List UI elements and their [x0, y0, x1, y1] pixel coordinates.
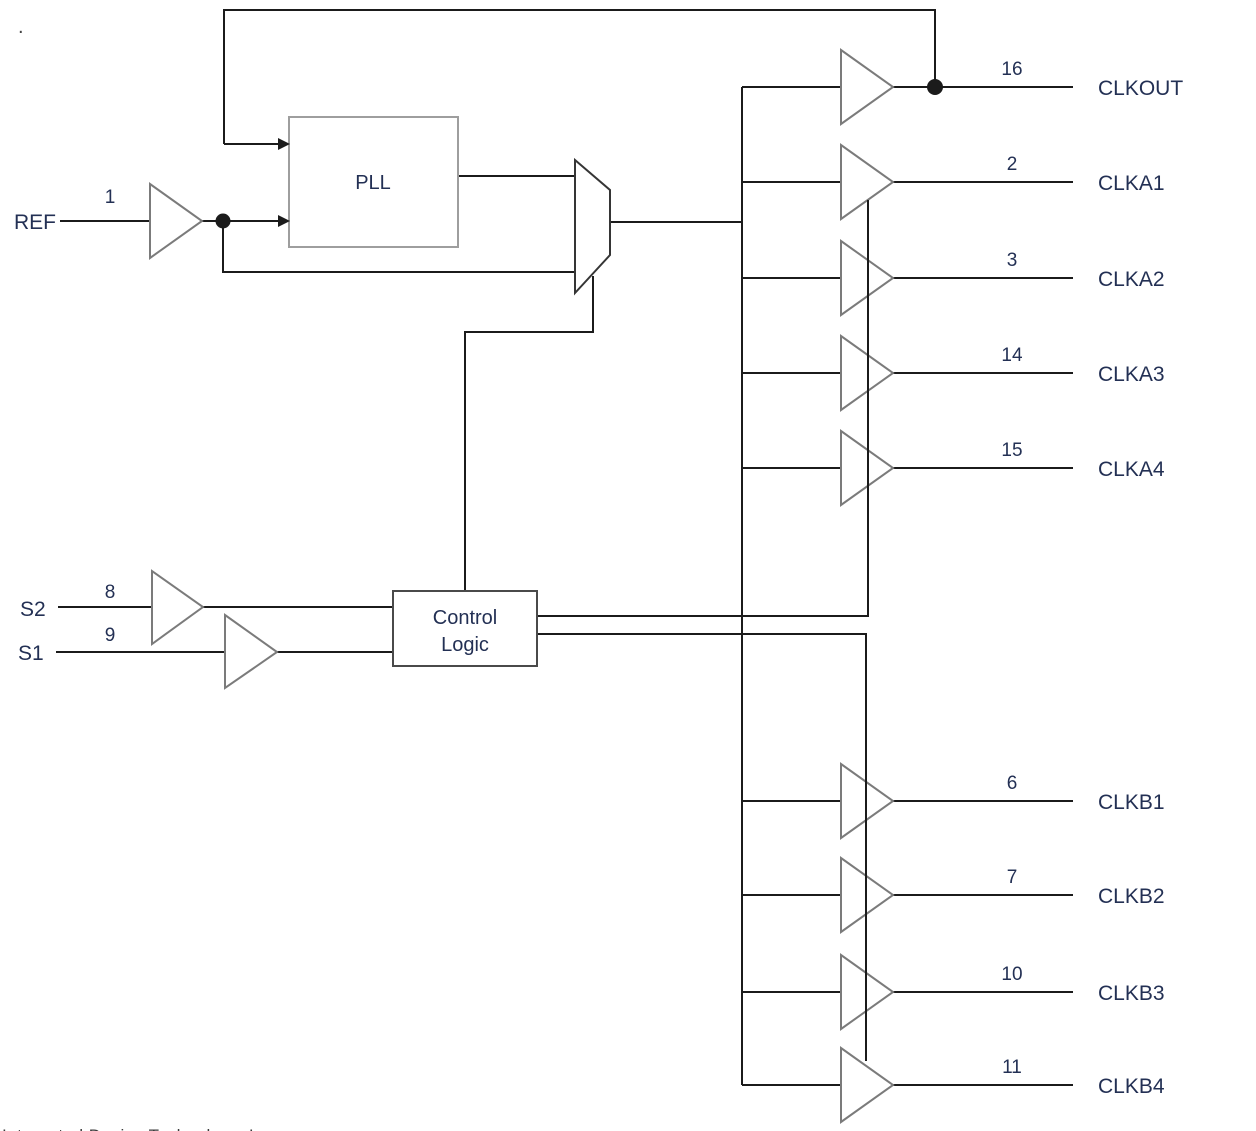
channel-clka4: 15 CLKA4 — [742, 429, 1165, 507]
s2-buffer-icon — [151, 569, 205, 646]
channel-clka3: 14 CLKA3 — [742, 334, 1165, 412]
pin-number: 16 — [1001, 59, 1022, 80]
feedback-wire — [223, 9, 936, 144]
signal-label: CLKB2 — [1098, 885, 1165, 908]
clkout-feedback-junction-dot — [927, 79, 943, 95]
channel-clka2: 3 CLKA2 — [742, 239, 1165, 317]
mux-select-wire — [464, 276, 594, 591]
control-logic-box — [392, 590, 538, 667]
s2-pin-number: 8 — [105, 582, 116, 603]
pin-number: 7 — [1007, 867, 1018, 888]
corner-mark: . — [18, 16, 24, 38]
signal-label: CLKOUT — [1098, 77, 1183, 100]
wires — [56, 9, 936, 1085]
pin-number: 14 — [1001, 345, 1023, 366]
channel-clkb4: 11 CLKB4 — [742, 1046, 1165, 1124]
pin-number: 11 — [1002, 1057, 1022, 1078]
channel-clkb3: 10 CLKB3 — [742, 953, 1165, 1031]
signal-label: CLKA2 — [1098, 268, 1165, 291]
pin-number: 2 — [1007, 154, 1018, 175]
pll-label: PLL — [355, 172, 391, 194]
pll-box — [288, 116, 459, 248]
control-logic-label-line1: Control — [433, 607, 497, 629]
ref-buffer-icon — [149, 182, 204, 260]
control-logic-label-line2: Logic — [441, 634, 489, 656]
pin-number: 15 — [1001, 440, 1022, 461]
signal-label: CLKA1 — [1098, 172, 1165, 195]
signal-label: CLKA4 — [1098, 458, 1165, 481]
s2-label: S2 — [20, 598, 46, 621]
pin-number: 6 — [1007, 773, 1018, 794]
mux-icon — [574, 157, 611, 296]
signal-label: CLKB3 — [1098, 982, 1165, 1005]
signal-label: CLKB1 — [1098, 791, 1165, 814]
pll-ref-arrowhead-icon — [278, 215, 290, 227]
output-buffer-icon — [840, 1046, 895, 1124]
s1-buffer-icon — [224, 613, 279, 690]
ref-junction-dot — [215, 213, 231, 229]
channel-clkb2: 7 CLKB2 — [742, 856, 1165, 934]
output-buffer-icon — [840, 48, 895, 126]
bank-a-enable-wire — [537, 200, 869, 617]
s1-pin-number: 9 — [105, 625, 116, 646]
pin-number: 3 — [1007, 250, 1018, 271]
signal-label: CLKA3 — [1098, 363, 1165, 386]
pin-number: 10 — [1001, 964, 1022, 985]
ref-label: REF — [14, 211, 56, 234]
ref-pin-number: 1 — [105, 187, 116, 208]
bank-b-enable-wire — [537, 633, 867, 1061]
s1-label: S1 — [18, 642, 44, 665]
channel-clkb1: 6 CLKB1 — [742, 762, 1165, 840]
footer-clipped-text: Integrated Device Technology, Inc. — [2, 1126, 278, 1131]
pll-bypass-wire — [222, 221, 575, 273]
signal-label: CLKB4 — [1098, 1075, 1165, 1098]
channel-clka1: 2 CLKA1 — [742, 143, 1165, 221]
channel-clkout: 16 CLKOUT — [742, 48, 1183, 126]
pll-feedback-arrowhead-icon — [278, 138, 290, 150]
